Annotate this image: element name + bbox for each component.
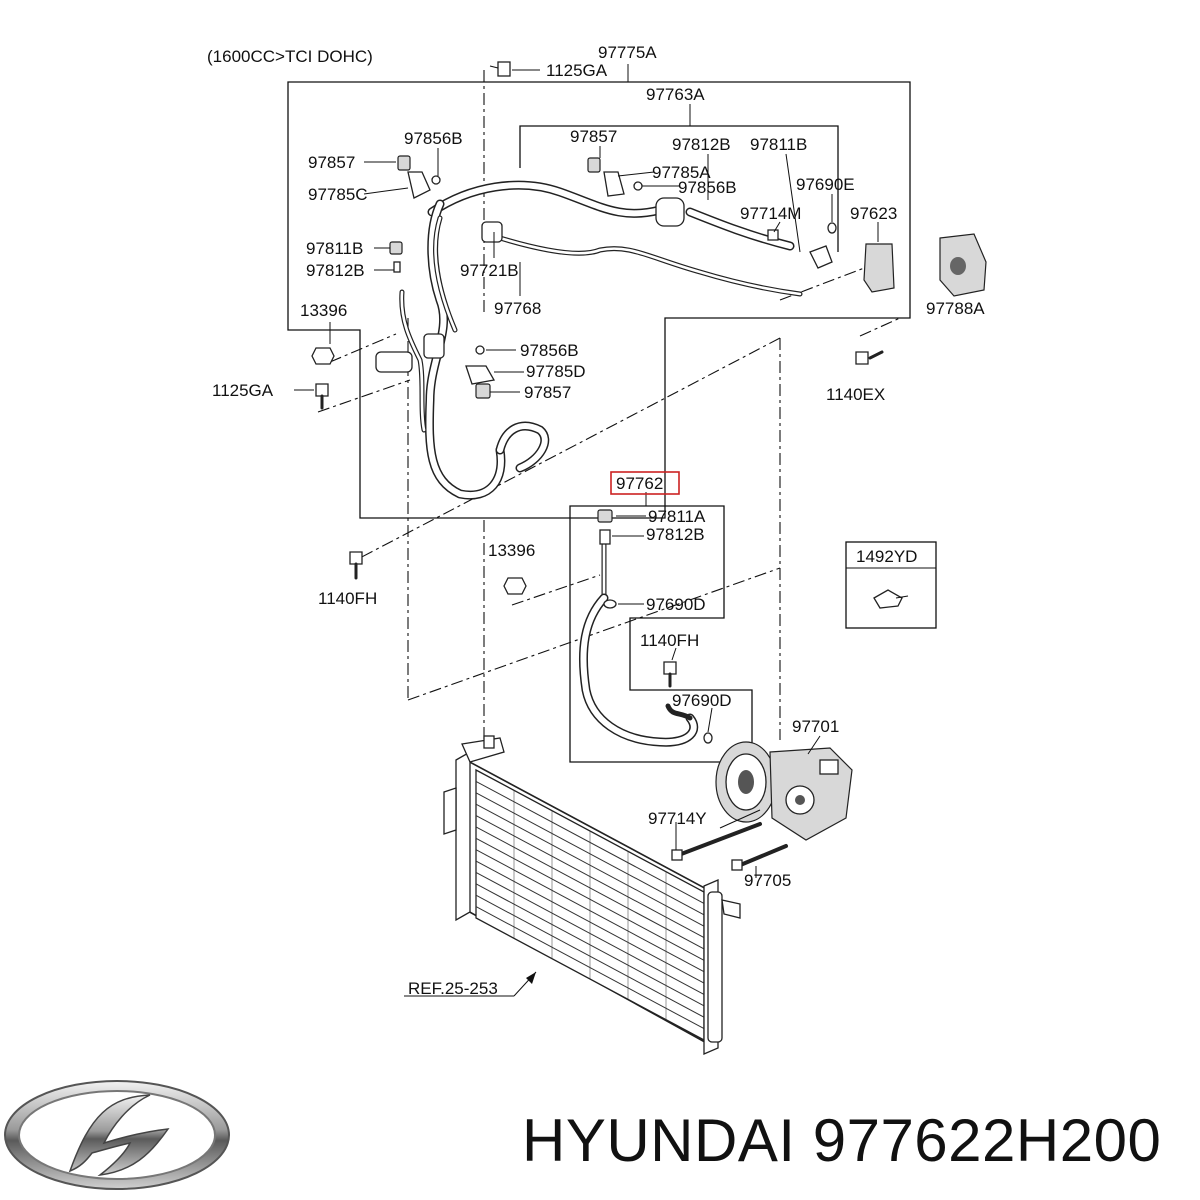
- label-1492YD: 1492YD: [856, 547, 917, 566]
- label-97690E: 97690E: [796, 175, 855, 194]
- label-97714M: 97714M: [740, 204, 801, 223]
- bracket-97763A: [519, 125, 839, 252]
- label-97623: 97623: [850, 204, 897, 223]
- label-97721B: 97721B: [460, 261, 519, 280]
- label-97785D: 97785D: [526, 362, 586, 381]
- label-97857-1: 97857: [308, 153, 355, 172]
- label-97705: 97705: [744, 871, 791, 890]
- label-1125GA-top: 1125GA: [546, 61, 608, 80]
- label-97856B-2: 97856B: [678, 178, 737, 197]
- label-97788A: 97788A: [926, 299, 985, 318]
- hyundai-logo-icon: [4, 1080, 230, 1190]
- part-box-1492YD: [845, 541, 937, 629]
- label-97811B-2: 97811B: [306, 239, 363, 258]
- label-1140FH-2: 1140FH: [640, 631, 699, 650]
- label-97714Y: 97714Y: [648, 809, 707, 828]
- label-97768: 97768: [494, 299, 541, 318]
- brand-name: HYUNDAI: [522, 1107, 796, 1174]
- compressor-97701: [715, 741, 853, 841]
- label-97857-3: 97857: [524, 383, 571, 402]
- label-1140EX: 1140EX: [826, 385, 885, 404]
- label-1140FH-1: 1140FH: [318, 589, 377, 608]
- condenser-ref-25-253: [443, 735, 741, 1055]
- label-97812B-1: 97812B: [672, 135, 731, 154]
- label-97856B-3: 97856B: [520, 341, 579, 360]
- label-ref-25-253: REF.25-253: [408, 979, 498, 998]
- label-97812B-2: 97812B: [306, 261, 365, 280]
- nut-13396-upper: [311, 347, 335, 365]
- label-97857-2: 97857: [570, 127, 617, 146]
- label-97811A: 97811A: [648, 507, 706, 526]
- diagram-subtitle: (1600CC>TCI DOHC): [207, 47, 373, 66]
- label-97785A: 97785A: [652, 163, 711, 182]
- block-97623: [809, 243, 895, 293]
- hose-box-97762: [569, 505, 753, 763]
- bolt-1125GA-top: [489, 61, 511, 77]
- assembly-box-97775A: [287, 81, 911, 519]
- label-13396-2: 13396: [488, 541, 535, 560]
- label-97811B-1: 97811B: [750, 135, 807, 154]
- part-number: 977622H200: [812, 1107, 1162, 1174]
- footer-brand-line: HYUNDAI 977622H200: [522, 1106, 1161, 1175]
- label-97701: 97701: [792, 717, 839, 736]
- label-97690D-1: 97690D: [646, 595, 706, 614]
- highlight-box-97762: [610, 471, 680, 495]
- label-97785C: 97785C: [308, 185, 368, 204]
- label-97812B-3: 97812B: [646, 525, 705, 544]
- label-97775A: 97775A: [598, 43, 657, 62]
- label-97763A: 97763A: [646, 85, 705, 104]
- label-13396-1: 13396: [300, 301, 347, 320]
- label-97856B-1: 97856B: [404, 129, 463, 148]
- label-1125GA-left: 1125GA: [212, 381, 274, 400]
- label-97690D-2: 97690D: [672, 691, 732, 710]
- label-97762: 97762: [616, 474, 663, 493]
